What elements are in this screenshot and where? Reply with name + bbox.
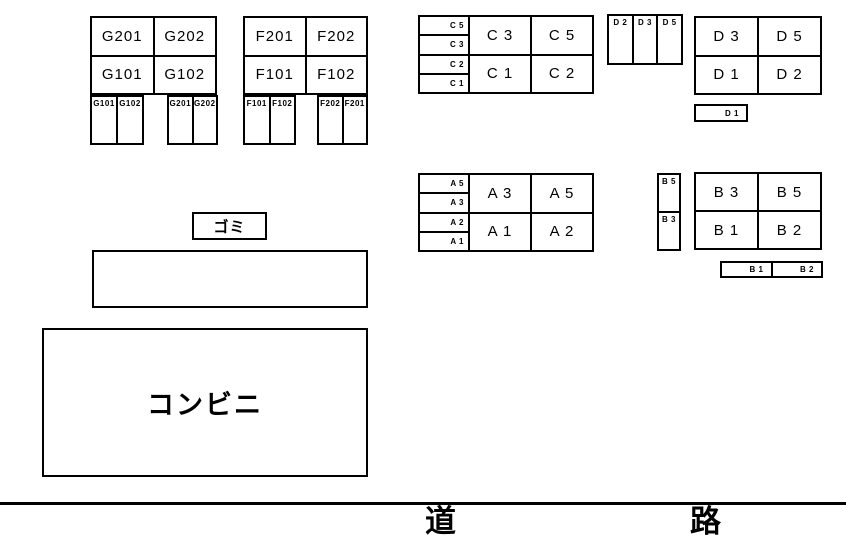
stall-b2-wide: B 2 xyxy=(772,263,821,276)
unlabeled-building xyxy=(92,250,368,308)
g-block-large-spaces: G201 G202 G101 G102 xyxy=(90,16,217,95)
b-block-side-stalls: B 5 B 3 xyxy=(657,173,681,251)
space-a5-large: A 5 xyxy=(532,175,592,212)
stall-f102: F102 xyxy=(270,97,294,143)
space-g202-large: G202 xyxy=(154,18,215,55)
d-block-large-spaces: D 3 D 5 D 1 D 2 xyxy=(694,16,822,95)
space-a2-large: A 2 xyxy=(532,213,592,250)
stall-d2: D 2 xyxy=(609,16,632,63)
stall-f101: F101 xyxy=(245,97,269,143)
space-f102-large: F102 xyxy=(306,56,366,93)
stall-a3: A 3 xyxy=(420,194,468,212)
space-a1-large: A 1 xyxy=(470,213,530,250)
space-b5-large: B 5 xyxy=(759,174,820,210)
road-label-left: 道 xyxy=(425,504,456,539)
stall-c3: C 3 xyxy=(420,36,468,54)
space-c5-large: C 5 xyxy=(532,17,592,54)
b-block-bottom-stalls: B 1 B 2 xyxy=(720,261,823,278)
a-block-large-spaces: A 3 A 5 A 1 A 2 xyxy=(468,173,594,252)
stall-g202: G202 xyxy=(193,97,216,143)
space-g102-large: G102 xyxy=(154,56,215,93)
stall-d5: D 5 xyxy=(658,16,681,63)
space-b3-large: B 3 xyxy=(696,174,757,210)
space-d3-large: D 3 xyxy=(696,18,757,55)
f-block-large-spaces: F201 F202 F101 F102 xyxy=(243,16,368,95)
c-block-large-spaces: C 3 C 5 C 1 C 2 xyxy=(468,15,594,94)
space-d1-large: D 1 xyxy=(696,56,757,93)
stall-g201: G201 xyxy=(169,97,192,143)
d-block-top-stalls: D 2 D 3 D 5 xyxy=(607,14,683,65)
space-g101-large: G101 xyxy=(92,56,153,93)
stall-a1: A 1 xyxy=(420,232,468,250)
space-d5-large: D 5 xyxy=(759,18,820,55)
stall-b5: B 5 xyxy=(659,175,679,211)
space-f201-large: F201 xyxy=(245,18,305,55)
b-block-large-spaces: B 3 B 5 B 1 B 2 xyxy=(694,172,822,250)
trash-area: ゴミ xyxy=(192,212,267,240)
stall-c5: C 5 xyxy=(420,17,468,35)
space-c3-large: C 3 xyxy=(470,17,530,54)
space-d2-large: D 2 xyxy=(759,56,820,93)
space-c1-large: C 1 xyxy=(470,55,530,92)
stall-d1-wide: D 1 xyxy=(696,106,746,120)
stall-g101: G101 xyxy=(92,97,116,143)
d-block-bottom-stall: D 1 xyxy=(694,104,748,122)
road-label-right: 路 xyxy=(690,504,721,539)
convenience-store: コンビニ xyxy=(42,328,368,477)
stall-d3: D 3 xyxy=(633,16,657,63)
space-f101-large: F101 xyxy=(245,56,305,93)
stall-b3: B 3 xyxy=(659,213,679,249)
stall-b1-wide: B 1 xyxy=(722,263,771,276)
space-c2-large: C 2 xyxy=(532,55,592,92)
space-g201-large: G201 xyxy=(92,18,153,55)
f-block-stalls-right: F202 F201 xyxy=(317,95,368,145)
stall-f202: F202 xyxy=(319,97,342,143)
stall-a2: A 2 xyxy=(420,213,468,231)
stall-f201: F201 xyxy=(343,97,366,143)
space-f202-large: F202 xyxy=(306,18,366,55)
stall-c1: C 1 xyxy=(420,74,468,92)
stall-g102: G102 xyxy=(118,97,142,143)
c-block-side-stalls: C 5 C 3 C 2 C 1 xyxy=(418,15,470,94)
stall-c2: C 2 xyxy=(420,55,468,73)
stall-a5: A 5 xyxy=(420,175,468,193)
road-edge-line xyxy=(0,502,846,505)
f-block-stalls-left: F101 F102 xyxy=(243,95,296,145)
a-block-side-stalls: A 5 A 3 A 2 A 1 xyxy=(418,173,470,252)
space-a3-large: A 3 xyxy=(470,175,530,212)
g-block-stalls-right: G201 G202 xyxy=(167,95,218,145)
g-block-stalls-left: G101 G102 xyxy=(90,95,144,145)
space-b2-large: B 2 xyxy=(759,212,820,248)
space-b1-large: B 1 xyxy=(696,212,757,248)
